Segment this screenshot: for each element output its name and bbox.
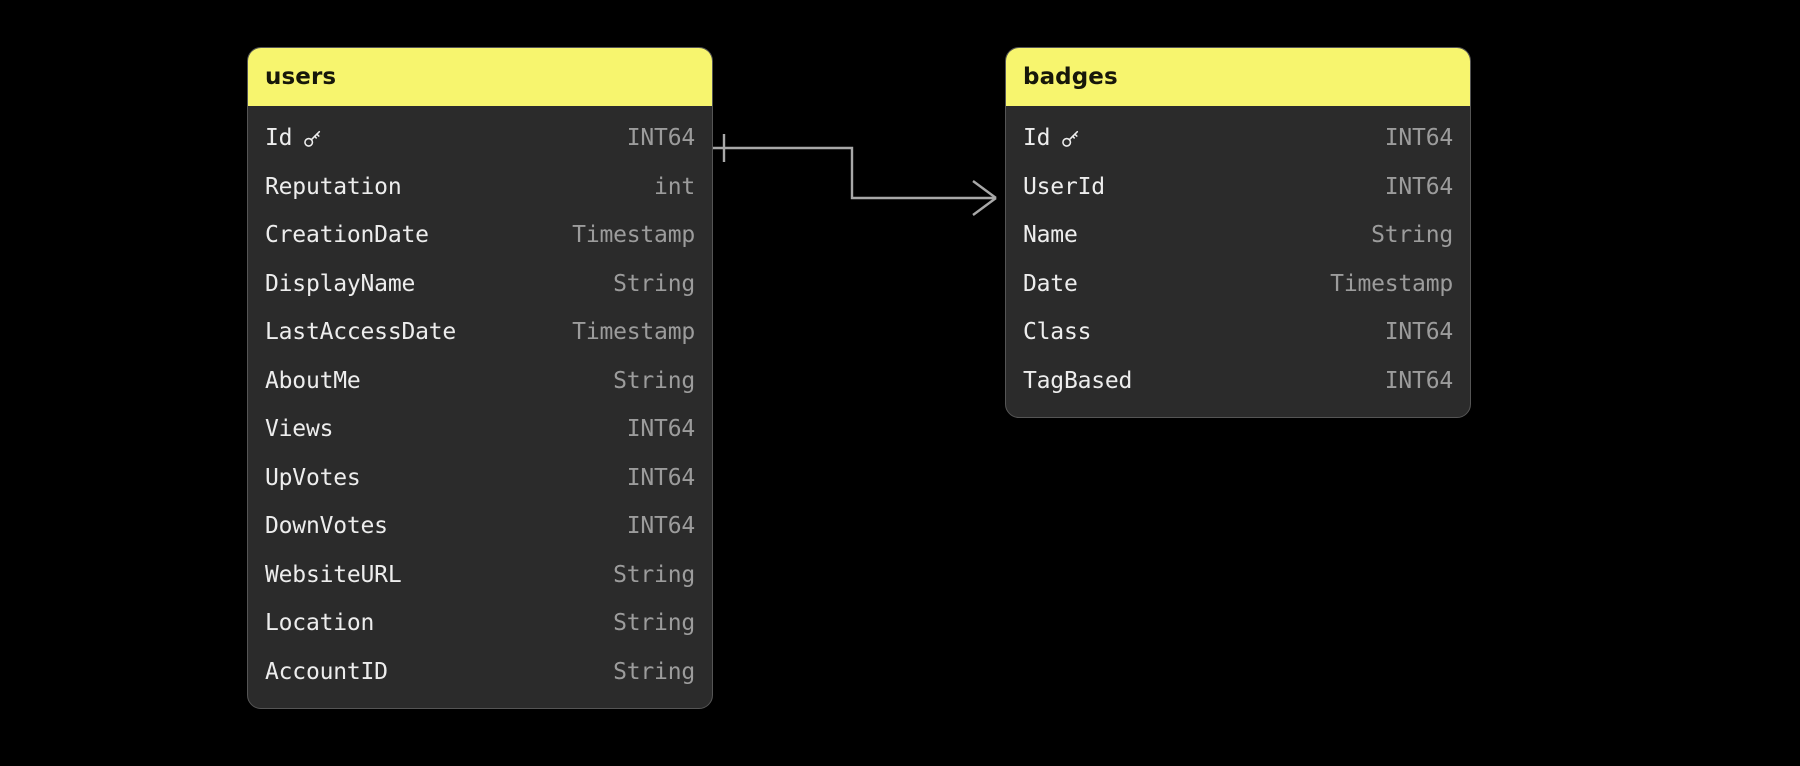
field-name: Name <box>1023 222 1078 249</box>
field-type: INT64 <box>626 125 695 152</box>
field-type: INT64 <box>1384 173 1453 200</box>
field-name-wrap: TagBased <box>1023 368 1132 394</box>
field-name: Reputation <box>265 173 402 200</box>
key-icon <box>301 128 323 150</box>
field-type: String <box>613 561 695 588</box>
field-name-wrap: Date <box>1023 271 1078 297</box>
field-name: Class <box>1023 319 1092 346</box>
field-type: String <box>1371 222 1453 249</box>
field-row[interactable]: Location String <box>248 599 712 648</box>
field-type: Timestamp <box>572 319 695 346</box>
field-name: Location <box>265 610 375 637</box>
field-name-wrap: LastAccessDate <box>265 319 456 345</box>
relationship-line <box>713 146 996 200</box>
field-row[interactable]: Name String <box>1006 211 1470 260</box>
field-row[interactable]: UserId INT64 <box>1006 163 1470 212</box>
field-name-wrap: UpVotes <box>265 465 361 491</box>
table-title: badges <box>1023 64 1118 90</box>
field-row[interactable]: Id INT64 <box>1006 114 1470 163</box>
field-name: WebsiteURL <box>265 561 402 588</box>
field-name-wrap: DisplayName <box>265 271 415 297</box>
field-name-wrap: Id <box>265 125 323 151</box>
field-row[interactable]: AccountID String <box>248 648 712 697</box>
field-row[interactable]: Class INT64 <box>1006 308 1470 357</box>
field-row[interactable]: CreationDate Timestamp <box>248 211 712 260</box>
field-row[interactable]: DownVotes INT64 <box>248 502 712 551</box>
table-title: users <box>265 64 337 90</box>
field-name-wrap: DownVotes <box>265 513 388 539</box>
field-name-wrap: Class <box>1023 319 1091 345</box>
field-row[interactable]: Views INT64 <box>248 405 712 454</box>
field-row[interactable]: WebsiteURL String <box>248 551 712 600</box>
field-name-wrap: Views <box>265 416 333 442</box>
field-type: INT64 <box>1384 367 1453 394</box>
field-row[interactable]: DisplayName String <box>248 260 712 309</box>
field-row[interactable]: Date Timestamp <box>1006 260 1470 309</box>
field-name-wrap: CreationDate <box>265 222 429 248</box>
field-name: DownVotes <box>265 513 388 540</box>
field-name: Date <box>1023 270 1078 297</box>
field-name: AboutMe <box>265 367 361 394</box>
field-type: INT64 <box>626 416 695 443</box>
field-name: UpVotes <box>265 464 361 491</box>
field-name: CreationDate <box>265 222 429 249</box>
field-type: int <box>654 173 695 200</box>
table-header-badges[interactable]: badges <box>1006 48 1470 106</box>
field-type: Timestamp <box>1330 270 1453 297</box>
key-icon <box>1059 128 1081 150</box>
field-name-wrap: WebsiteURL <box>265 561 402 588</box>
field-type: INT64 <box>626 513 695 540</box>
field-row[interactable]: Reputation int <box>248 163 712 212</box>
field-name: DisplayName <box>265 270 416 297</box>
field-name: UserId <box>1023 173 1105 200</box>
field-type: String <box>613 367 695 394</box>
field-name: Views <box>265 416 334 443</box>
field-name-wrap: AboutMe <box>265 368 361 394</box>
field-name-wrap: Reputation <box>265 173 402 200</box>
field-type: String <box>613 270 695 297</box>
field-row[interactable]: AboutMe String <box>248 357 712 406</box>
field-name-wrap: Name <box>1023 222 1078 248</box>
field-name: AccountID <box>265 658 388 685</box>
field-type: String <box>613 658 695 685</box>
field-type: INT64 <box>626 464 695 491</box>
field-name: LastAccessDate <box>265 319 457 346</box>
field-row[interactable]: LastAccessDate Timestamp <box>248 308 712 357</box>
field-name-wrap: Id <box>1023 125 1081 151</box>
field-name: Id <box>265 125 293 152</box>
field-row[interactable]: UpVotes INT64 <box>248 454 712 503</box>
field-name-wrap: AccountID <box>265 659 388 685</box>
table-header-users[interactable]: users <box>248 48 712 106</box>
field-type: Timestamp <box>572 222 695 249</box>
field-row[interactable]: Id INT64 <box>248 114 712 163</box>
field-name: Id <box>1023 125 1051 152</box>
relationship-users-badges <box>713 134 997 216</box>
cardinality-many-marker <box>972 180 997 216</box>
field-type: INT64 <box>1384 125 1453 152</box>
field-type: String <box>613 610 695 637</box>
field-name-wrap: Location <box>265 610 374 636</box>
field-row[interactable]: TagBased INT64 <box>1006 357 1470 406</box>
field-name: TagBased <box>1023 367 1133 394</box>
field-name-wrap: UserId <box>1023 174 1105 200</box>
field-type: INT64 <box>1384 319 1453 346</box>
